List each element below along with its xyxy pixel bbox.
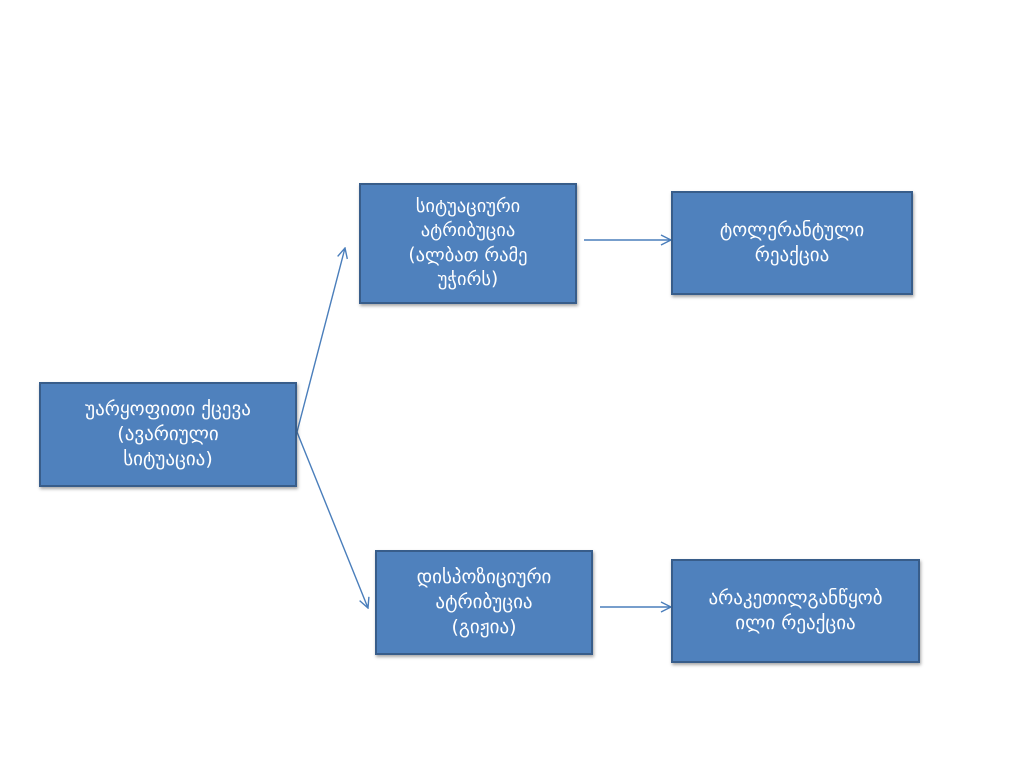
arrow-root-to-situational bbox=[296, 248, 345, 433]
node-situational-attribution: სიტუაციური ატრიბუცია (ალბათ რამე უჭირს) bbox=[359, 183, 577, 304]
node-dispositional-attribution: დისპოზიციური ატრიბუცია (გიჟია) bbox=[375, 550, 593, 655]
node-tolerant-reaction: ტოლერანტული რეაქცია bbox=[671, 191, 913, 295]
node-hostile-reaction: არაკეთილგანწყობ ილი რეაქცია bbox=[671, 559, 920, 663]
node-negative-behavior: უარყოფითი ქცევა (ავარიული სიტუაცია) bbox=[39, 382, 297, 487]
arrow-root-to-dispositional bbox=[296, 431, 368, 608]
